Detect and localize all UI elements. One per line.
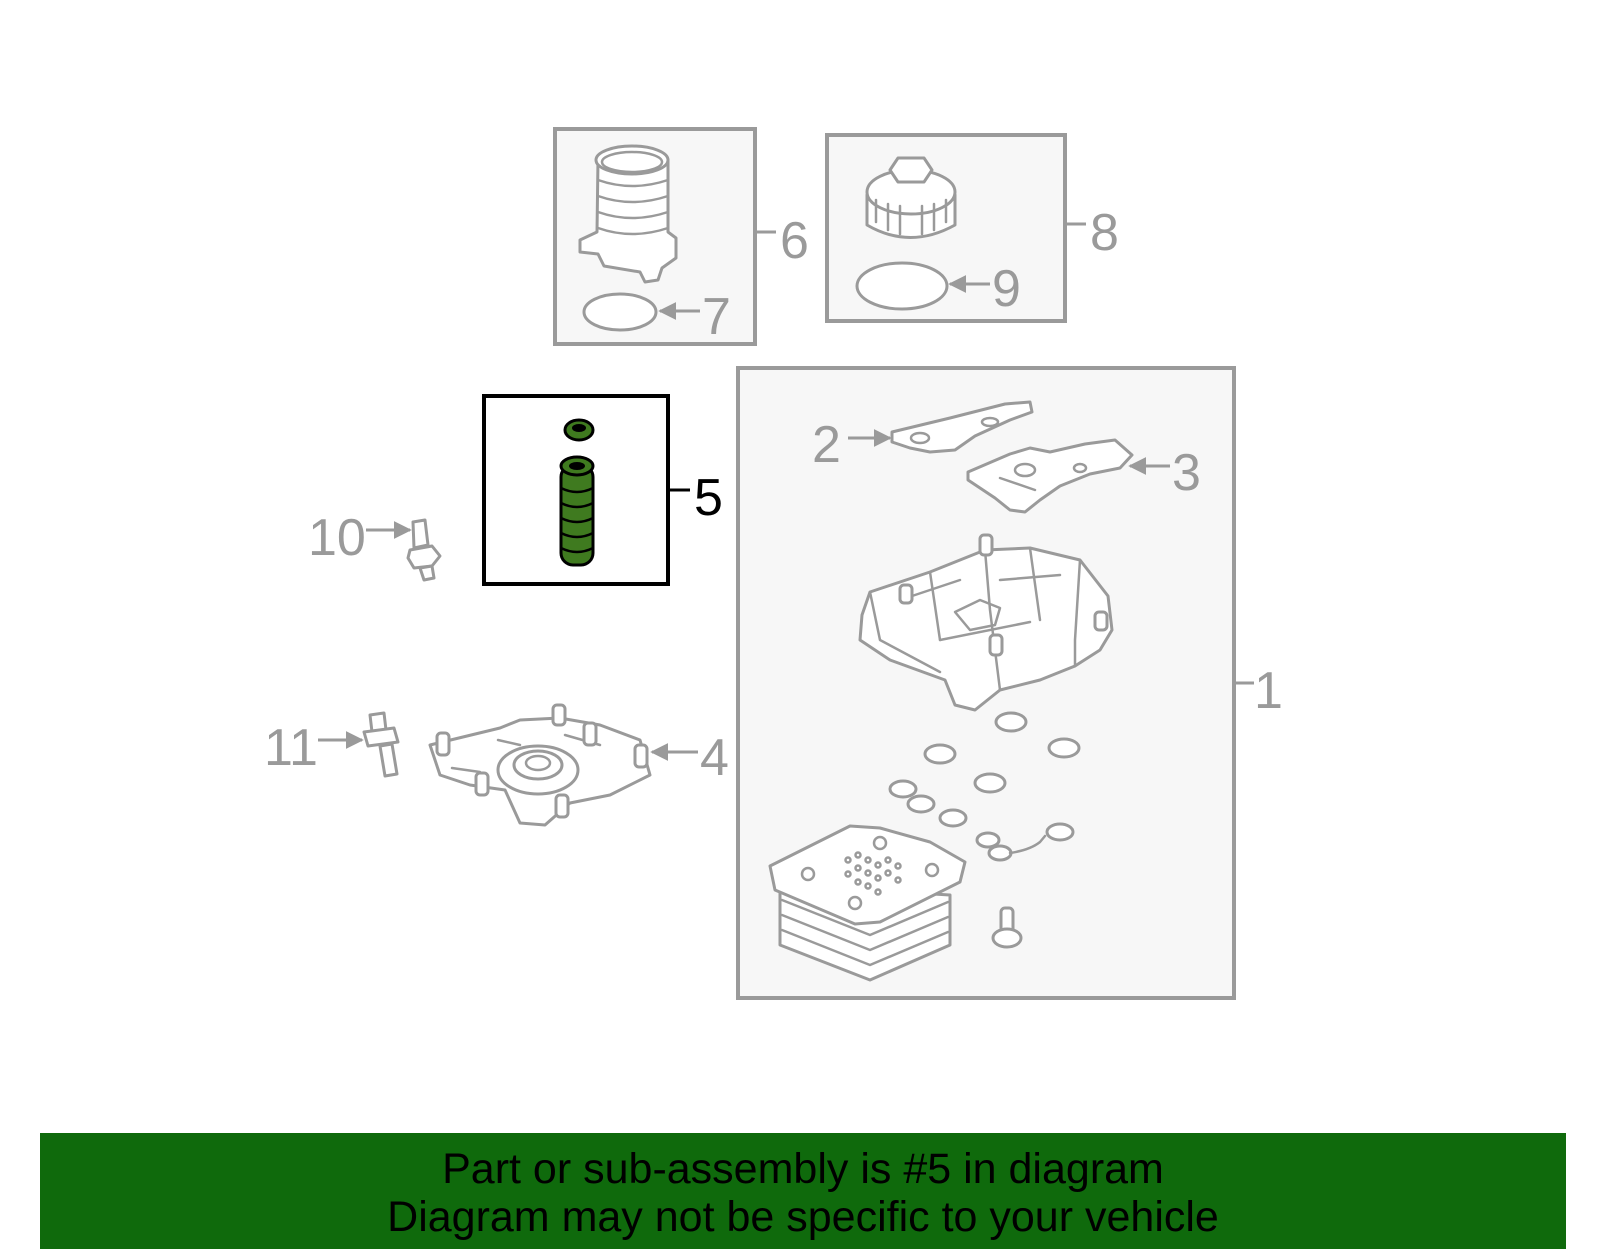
part-4-group[interactable]: 4 [428, 703, 729, 827]
info-banner: Part or sub-assembly is #5 in diagram Di… [40, 1133, 1566, 1249]
filter-adapter-housing-4 [428, 703, 652, 827]
filter-housing [578, 144, 678, 284]
callout-7[interactable]: 7 [702, 288, 731, 346]
stud-11 [362, 711, 400, 778]
callout-11[interactable]: 11 [264, 719, 318, 777]
callout-4[interactable]: 4 [700, 729, 729, 787]
o-ring-set [888, 711, 1081, 862]
part-11-group[interactable]: 11 [264, 711, 400, 778]
callout-2[interactable]: 2 [812, 416, 841, 474]
callout-6[interactable]: 6 [780, 212, 809, 270]
sensor-bolt-10 [406, 518, 442, 582]
callout-10[interactable]: 10 [308, 509, 366, 567]
callout-9[interactable]: 9 [992, 260, 1021, 318]
banner-line-2: Diagram may not be specific to your vehi… [387, 1193, 1219, 1241]
part-5-group[interactable]: 5 [482, 394, 723, 586]
part-5-seal-set [559, 418, 595, 567]
callout-5[interactable]: 5 [694, 469, 723, 527]
cooler-bolt [991, 906, 1023, 949]
main-housing [858, 533, 1114, 712]
filter-housing-group[interactable]: 6 7 [553, 127, 809, 346]
oil-cooler [768, 824, 967, 982]
filter-cap [865, 156, 957, 239]
o-ring-9 [855, 261, 949, 311]
callout-3[interactable]: 3 [1172, 444, 1201, 502]
part-10-group[interactable]: 10 [308, 509, 442, 582]
callout-1[interactable]: 1 [1254, 662, 1283, 720]
gasket-2 [890, 400, 1034, 454]
part-1-group[interactable]: 2 3 [736, 366, 1283, 1000]
banner-line-1: Part or sub-assembly is #5 in diagram [442, 1145, 1164, 1193]
callout-8[interactable]: 8 [1090, 204, 1119, 262]
gasket-3 [966, 438, 1134, 514]
filter-cap-group[interactable]: 8 9 [825, 133, 1119, 323]
o-ring-7 [582, 292, 658, 332]
